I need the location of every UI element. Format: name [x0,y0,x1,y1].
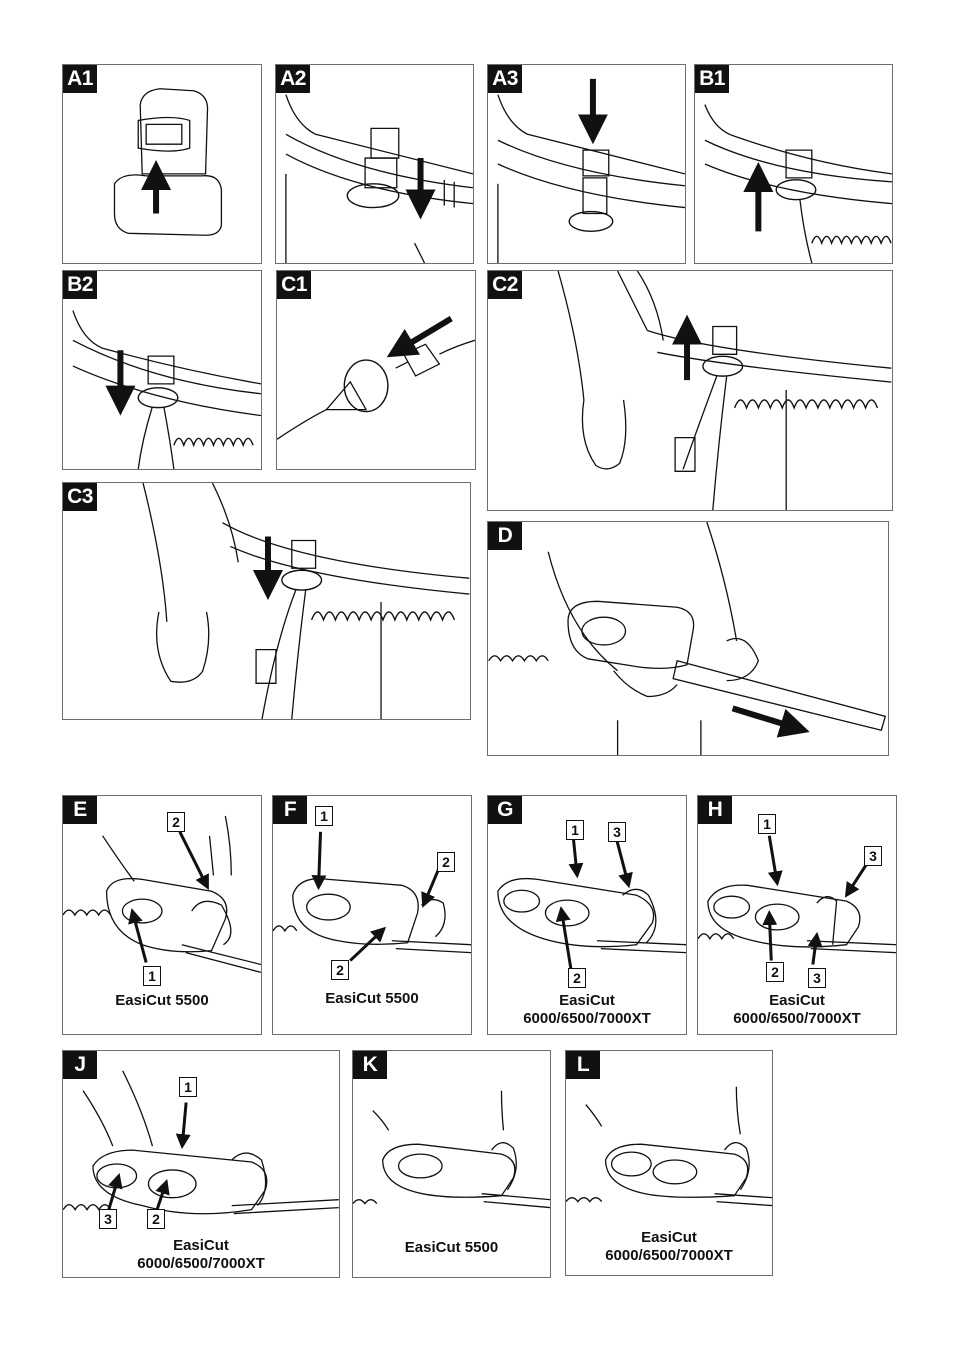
panel-d: D [487,521,889,756]
callout-number: 2 [766,962,784,982]
panel-tag: E [63,796,97,824]
panel-c3: C3 [62,482,471,720]
panel-tag: H [698,796,732,824]
caption-line: EasiCut [769,992,825,1009]
illustration-hedgetrimmer-two-hand [488,796,686,1034]
callout-number: 1 [566,820,584,840]
caption-line: 6000/6500/7000XT [733,1010,861,1027]
model-caption: EasiCut 5500 [404,1239,499,1256]
illustration-hedgetrimmer-j [63,1051,339,1277]
panel-a1: A1 [62,64,262,264]
panel-a2: A2 [275,64,474,264]
callout-number: 3 [808,968,826,988]
model-caption: EasiCut 6000/6500/7000XT [698,992,896,1028]
model-caption: EasiCut 5500 [115,992,209,1009]
illustration-hedgetrimmer-k [353,1051,550,1277]
callout-number: 2 [437,852,455,872]
caption-line: 6000/6500/7000XT [523,1010,651,1027]
illustration-hedgetrimmer-grip [63,796,261,1034]
panel-tag: C2 [488,271,522,299]
panel-tag: F [273,796,307,824]
callout-number: 2 [331,960,349,980]
panel-k: K EasiCut 5500 [352,1050,551,1278]
caption-line: 6000/6500/7000XT [137,1255,265,1272]
panel-c1: C1 [276,270,476,470]
panel-tag: B2 [63,271,97,299]
illustration-hedgetrimmer-bail [698,796,896,1034]
illustration-cable-loop [695,65,892,263]
callout-number: 2 [147,1209,165,1229]
illustration-cable-routed [63,483,470,719]
caption-line: EasiCut [641,1229,697,1246]
callout-number: 2 [167,812,185,832]
panel-b1: B1 [694,64,893,264]
callout-number: 3 [864,846,882,866]
callout-number: 2 [568,968,586,988]
panel-tag: G [488,796,522,824]
panel-tag: A3 [488,65,522,93]
callout-number: 1 [179,1077,197,1097]
caption-line: 6000/6500/7000XT [605,1247,733,1264]
panel-tag: B1 [695,65,729,93]
illustration-belt-clip [63,65,261,263]
panel-tag: D [488,522,522,550]
illustration-clip-attached [488,65,685,263]
panel-tag: C1 [277,271,311,299]
illustration-plug-connect [277,271,475,469]
illustration-cable-pull [63,271,261,469]
caption-line: EasiCut [173,1237,229,1254]
panel-tag: L [566,1051,600,1079]
caption-line: EasiCut [559,992,615,1009]
illustration-hedgetrimmer-switch [273,796,471,1034]
panel-j: J 1 3 2 EasiCut 6000/6500/7000XT [62,1050,340,1278]
illustration-cable-route [488,271,892,510]
illustration-hedgetrimmer-l [566,1051,772,1275]
panel-h: H 1 3 2 3 EasiCut 6000/6500/7000XT [697,795,897,1035]
panel-tag: C3 [63,483,97,511]
panel-e: E 2 1 EasiCut 5500 [62,795,262,1035]
panel-c2: C2 [487,270,893,511]
panel-f: F 1 2 2 EasiCut 5500 [272,795,472,1035]
panel-g: G 1 3 2 EasiCut 6000/6500/7000XT [487,795,687,1035]
panel-tag: A1 [63,65,97,93]
model-caption: EasiCut 5500 [325,990,419,1007]
panel-tag: A2 [276,65,310,93]
panel-b2: B2 [62,270,262,470]
callout-number: 3 [608,822,626,842]
panel-l: L EasiCut 6000/6500/7000XT [565,1050,773,1276]
model-caption: EasiCut 6000/6500/7000XT [63,1237,339,1273]
illustration-clip-on-belt [276,65,473,263]
panel-a3: A3 [487,64,686,264]
callout-number: 1 [143,966,161,986]
model-caption: EasiCut 6000/6500/7000XT [566,1229,772,1265]
callout-number: 3 [99,1209,117,1229]
callout-number: 1 [315,806,333,826]
model-caption: EasiCut 6000/6500/7000XT [488,992,686,1028]
callout-number: 1 [758,814,776,834]
illustration-remove-blade-guard [488,522,888,755]
panel-tag: K [353,1051,387,1079]
panel-tag: J [63,1051,97,1079]
